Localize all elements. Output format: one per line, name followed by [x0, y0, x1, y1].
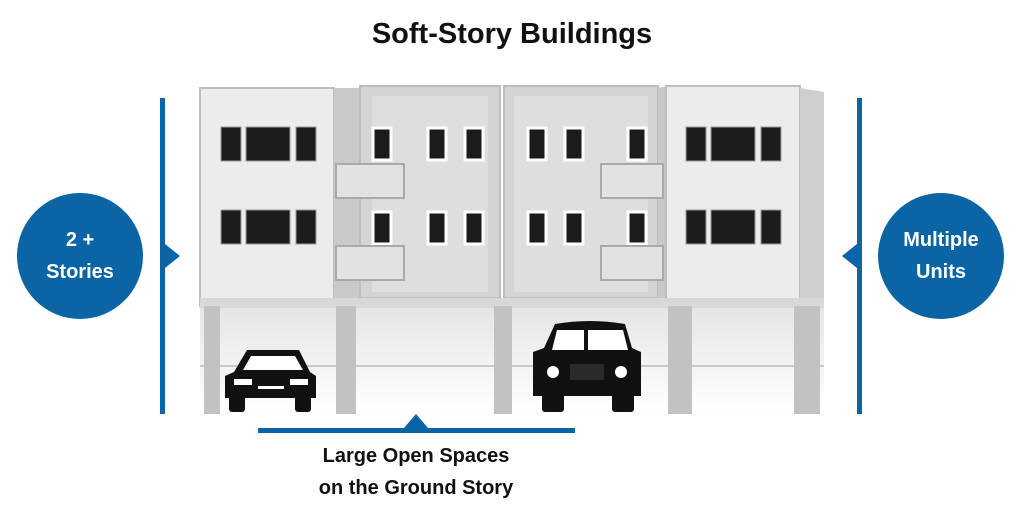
units-badge-line2: Units [916, 261, 966, 283]
stories-badge-line2: Stories [46, 261, 114, 283]
ground-story-caption-line2: on the Ground Story [318, 477, 514, 499]
car-icon [225, 350, 316, 412]
diagram-title: Soft-Story Buildings [371, 18, 653, 50]
bottom-bracket [258, 414, 575, 433]
units-badge-line1: Multiple [903, 229, 979, 251]
stories-badge-line1: 2 + [65, 229, 95, 251]
right-bracket [842, 98, 862, 414]
units-badge: Multiple Units [878, 193, 1004, 319]
ground-posts [204, 306, 820, 414]
ground-story-caption: Large Open Spaces on the Ground Story [258, 440, 574, 504]
van-icon [533, 321, 641, 412]
stories-badge: 2 + Stories [17, 193, 143, 319]
left-bracket [160, 98, 180, 414]
ground-story-caption-line1: Large Open Spaces [322, 445, 510, 467]
building-upper-stories [199, 85, 824, 308]
